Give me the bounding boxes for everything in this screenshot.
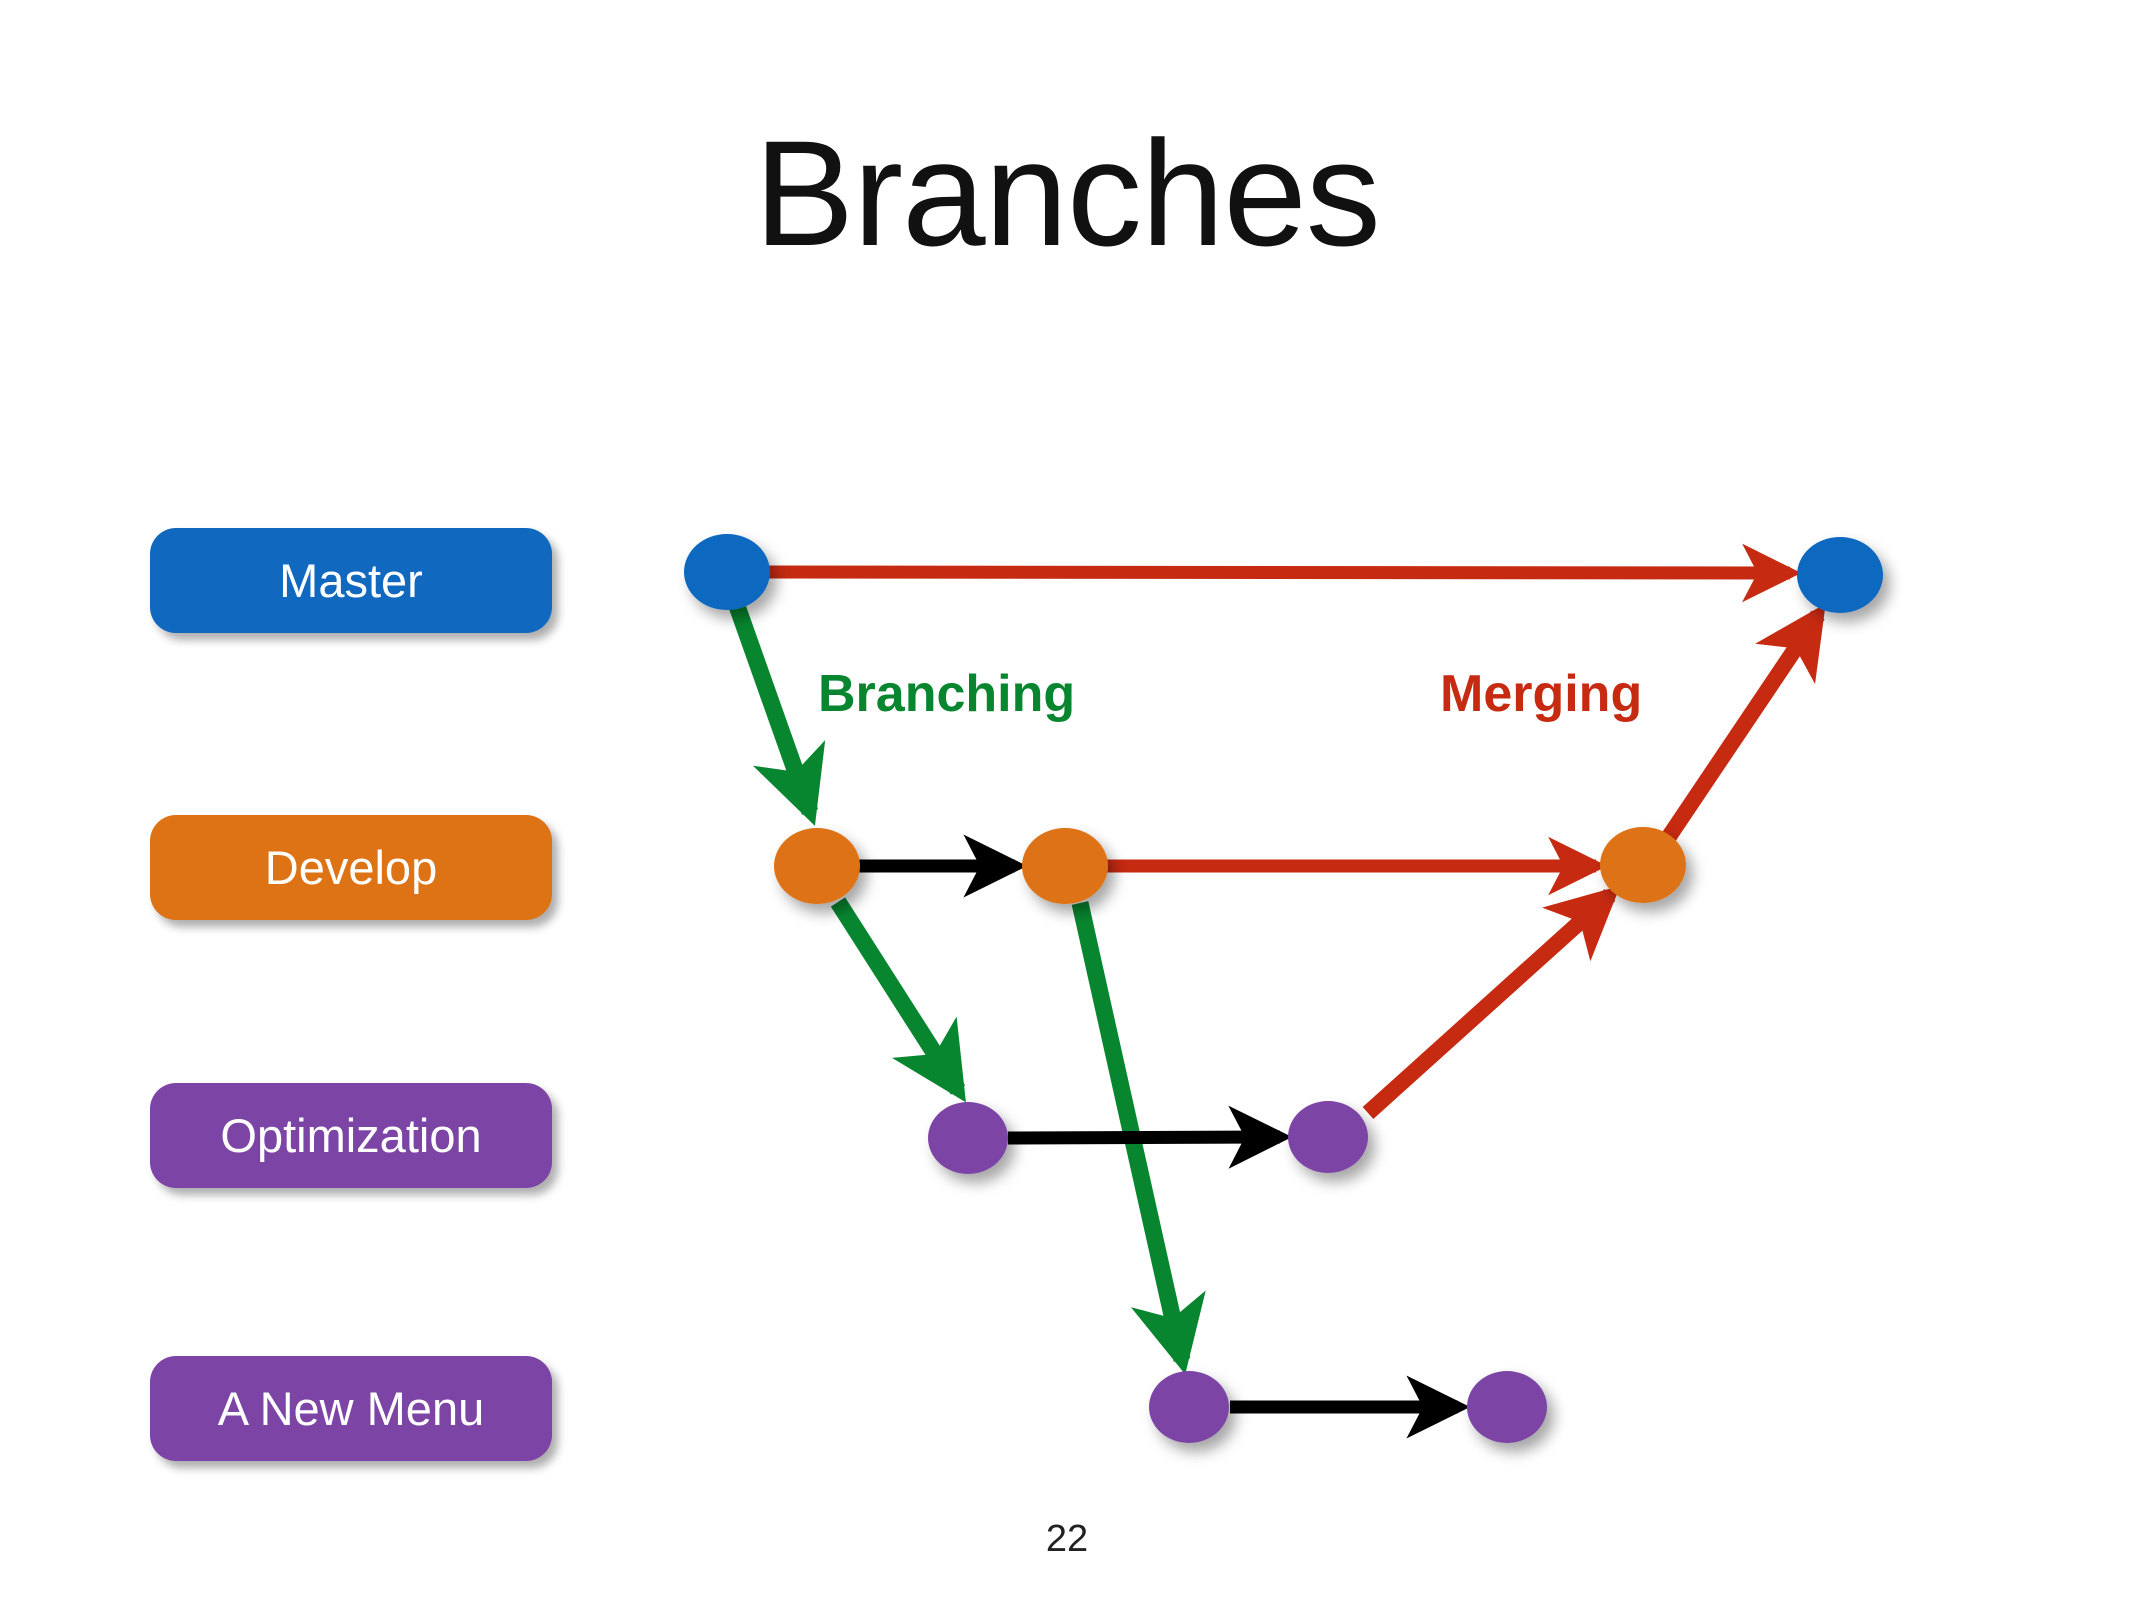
commit-node-newmenu-2[interactable]	[1467, 1371, 1547, 1443]
edge-develop3-to-master-merge	[1661, 603, 1826, 843]
legend-pill-master-label: Master	[279, 554, 423, 607]
legend-pill-a-new-menu[interactable]: A New Menu	[150, 1356, 552, 1461]
edge-optimization2-to-develop3-merge	[1362, 885, 1621, 1119]
commit-node-develop-2[interactable]	[1022, 828, 1108, 904]
edge-master-to-develop-branch	[728, 603, 826, 826]
commit-node-master-start[interactable]	[684, 534, 770, 610]
slide-page-number: 22	[1045, 1518, 1089, 1560]
legend-pill-master[interactable]: Master	[150, 528, 552, 633]
page-title: Branches	[754, 109, 1381, 277]
legend-pill-optimization-label: Optimization	[220, 1109, 482, 1162]
legend-pill-optimization[interactable]: Optimization	[150, 1083, 552, 1188]
annotation-branching: Branching	[818, 665, 1076, 723]
legend-pill-develop[interactable]: Develop	[150, 815, 552, 920]
legend-pill-develop-label: Develop	[264, 841, 438, 894]
commit-node-master-end[interactable]	[1797, 537, 1883, 613]
commit-node-develop-3[interactable]	[1600, 827, 1686, 903]
commit-node-develop-1[interactable]	[774, 828, 860, 904]
graph-edges	[728, 543, 1826, 1439]
edge-develop1-to-optimization-branch	[830, 897, 966, 1103]
commit-node-optimization-1[interactable]	[928, 1102, 1008, 1174]
annotation-merging: Merging	[1440, 665, 1643, 723]
edge-optimization1-to-optimization2-commit	[1007, 1105, 1293, 1169]
commit-node-optimization-2[interactable]	[1288, 1101, 1368, 1173]
edge-master-to-master-merge	[759, 543, 1802, 603]
commit-node-newmenu-1[interactable]	[1149, 1371, 1229, 1443]
graph-nodes	[684, 534, 1883, 1443]
legend-pill-a-new-menu-label: A New Menu	[217, 1382, 485, 1435]
